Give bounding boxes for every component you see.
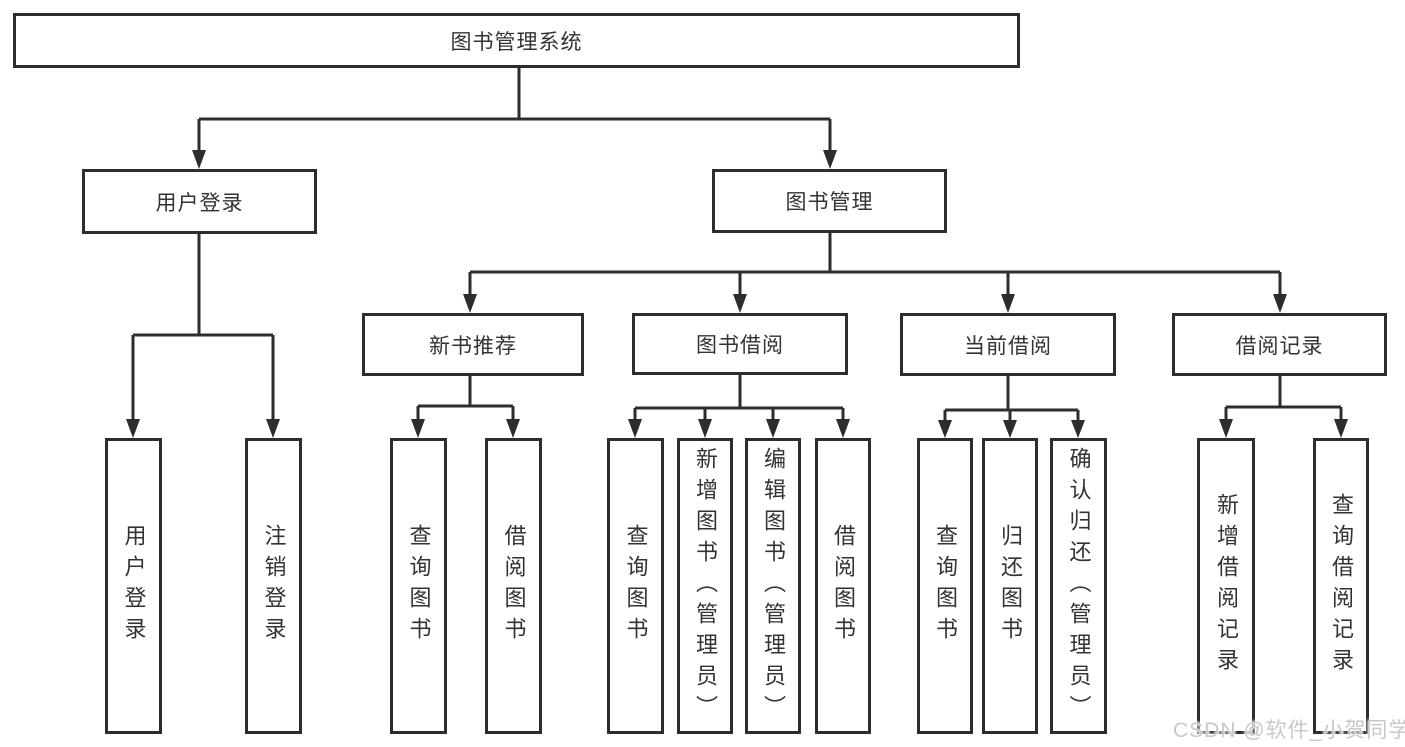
node-book-borrow-label: 图书借阅 [696,334,784,357]
connector-book-management-trunk [463,233,1287,313]
node-borrow-record: 借阅记录 [1172,313,1387,376]
node-new-book-recommend: 新书推荐 [362,313,584,376]
leaf-query-book-recommend-label: 查询图书 [406,524,432,648]
leaf-query-book-borrow: 查询图书 [607,438,664,734]
leaf-user-login: 用户登录 [105,438,162,734]
node-book-borrow: 图书借阅 [632,313,848,375]
leaf-query-borrow-record-label: 查询借阅记录 [1329,493,1354,679]
leaf-query-book-current-label: 查询图书 [933,524,958,648]
connector-current-borrow-branch [938,376,1085,438]
leaf-logout-label: 注销登录 [261,524,287,648]
leaf-confirm-return-admin-label: 确认归还（管理员） [1066,446,1092,726]
leaf-borrow-book: 借阅图书 [815,438,871,734]
leaf-edit-book-admin-label: 编辑图书（管理员） [761,446,786,726]
node-root-system: 图书管理系统 [13,13,1020,68]
leaf-add-book-admin: 新增图书（管理员） [677,438,733,734]
node-book-management: 图书管理 [712,169,947,233]
node-user-login: 用户登录 [82,169,317,234]
leaf-borrow-book-label: 借阅图书 [831,524,856,648]
node-book-management-label: 图书管理 [785,191,874,214]
leaf-query-book-recommend: 查询图书 [390,438,447,734]
leaf-user-login-label: 用户登录 [121,524,147,648]
leaf-query-borrow-record: 查询借阅记录 [1313,438,1369,734]
leaf-query-book-current: 查询图书 [917,438,973,734]
leaf-logout: 注销登录 [245,438,302,734]
leaf-return-book-label: 归还图书 [998,524,1023,648]
leaf-borrow-book-recommend: 借阅图书 [485,438,542,734]
connector-new-book-branch [411,376,520,438]
leaf-query-book-borrow-label: 查询图书 [623,524,649,648]
leaf-return-book: 归还图书 [982,438,1038,734]
connector-book-borrow-branch [628,375,850,438]
connector-borrow-record-branch [1219,376,1348,438]
leaf-add-book-admin-label: 新增图书（管理员） [693,446,718,726]
leaf-add-borrow-record-label: 新增借阅记录 [1214,493,1239,679]
leaf-edit-book-admin: 编辑图书（管理员） [745,438,801,734]
leaf-confirm-return-admin: 确认归还（管理员） [1050,438,1107,734]
node-user-login-label: 用户登录 [155,191,244,215]
node-new-book-recommend-label: 新书推荐 [429,334,517,358]
node-current-borrow: 当前借阅 [900,313,1116,376]
node-current-borrow-label: 当前借阅 [964,334,1052,358]
node-borrow-record-label: 借阅记录 [1235,334,1324,358]
node-root-label: 图书管理系统 [450,30,583,54]
leaf-borrow-book-recommend-label: 借阅图书 [501,524,527,648]
leaf-add-borrow-record: 新增借阅记录 [1197,438,1255,734]
connector-user-login-branch [126,234,280,438]
connector-root-trunk [192,68,837,169]
csdn-watermark: CSDN @软件_小贺同学 [1173,719,1405,742]
